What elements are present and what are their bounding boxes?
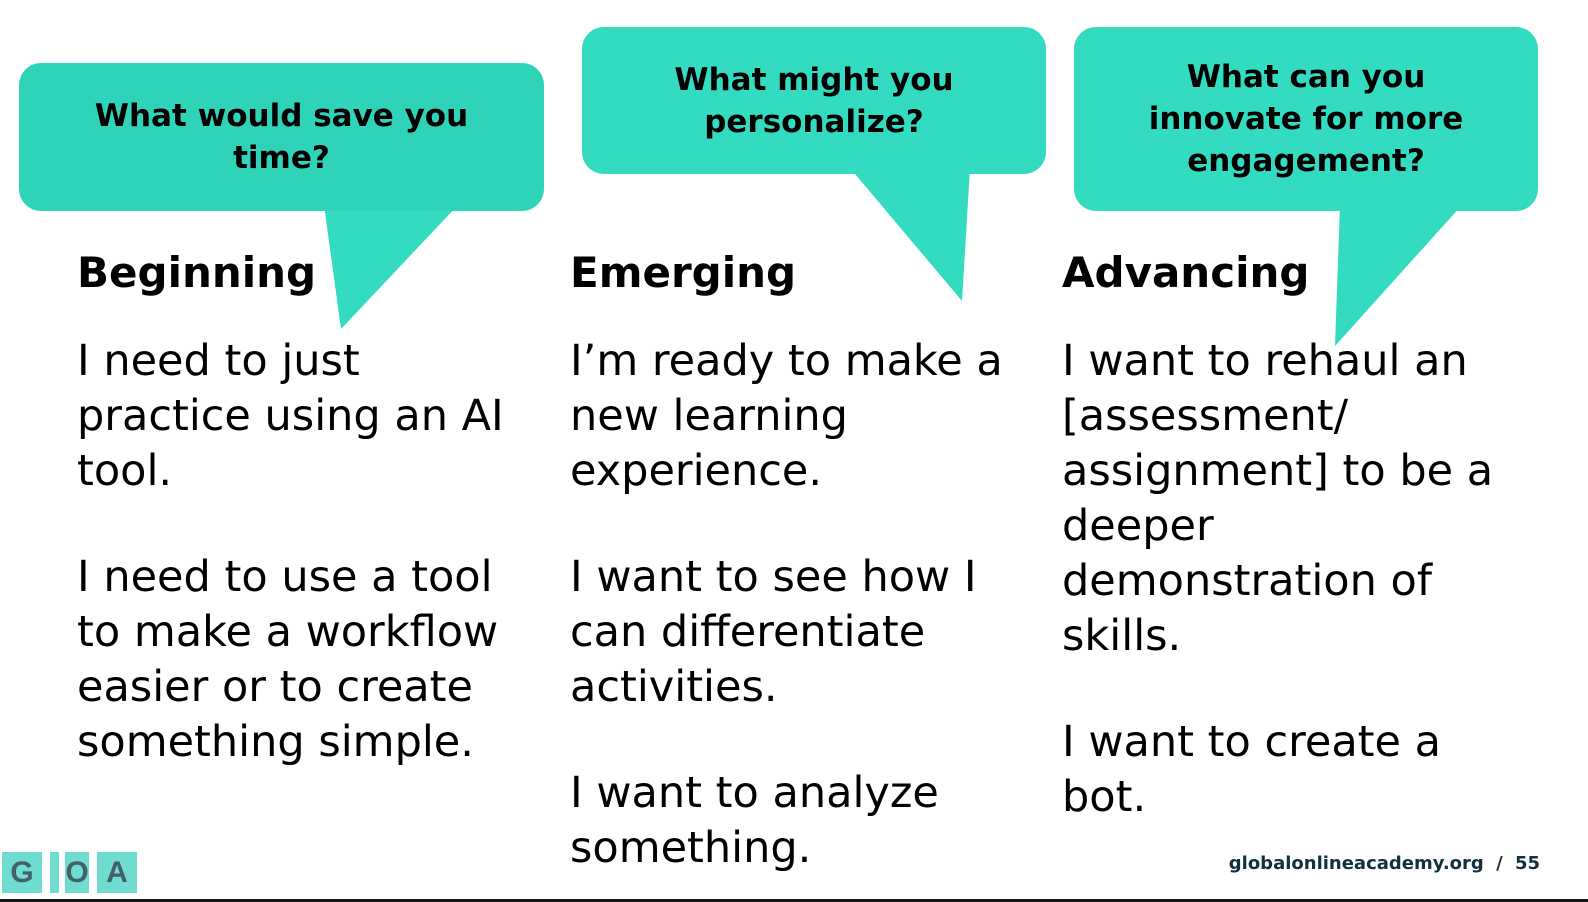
goa-logo: G O A xyxy=(2,852,137,893)
footer-separator: / xyxy=(1496,853,1503,874)
speech-bubble-advancing: What can you innovate for more engagemen… xyxy=(1074,27,1538,211)
column-beginning: I need to just practice using an AI tool… xyxy=(77,334,547,821)
logo-bar xyxy=(50,852,59,893)
bottom-border xyxy=(0,899,1588,902)
bubble-tail-3 xyxy=(1335,205,1462,346)
paragraph: I want to rehaul an [assessment/ assignm… xyxy=(1062,336,1494,661)
speech-bubble-beginning: What would save you time? xyxy=(19,63,544,211)
logo-letter: O xyxy=(65,852,89,893)
footer: globalonlineacademy.org / 55 xyxy=(1229,853,1540,874)
column-emerging: I’m ready to make a new learning experie… xyxy=(570,334,1040,902)
bubble-tail-2 xyxy=(850,168,970,301)
paragraph: I’m ready to make a new learning experie… xyxy=(570,336,1003,496)
heading-advancing: Advancing xyxy=(1062,248,1310,297)
bubble-question: What can you innovate for more engagemen… xyxy=(1148,59,1464,179)
logo-letter: A xyxy=(97,852,137,893)
paragraph: I want to analyze something. xyxy=(570,768,939,873)
logo-letter: G xyxy=(2,852,42,893)
heading-emerging: Emerging xyxy=(570,248,797,297)
bubble-question: What might you personalize? xyxy=(674,61,954,140)
bubble-question: What would save you time? xyxy=(94,98,469,176)
paragraph: I want to see how I can differentiate ac… xyxy=(570,552,977,712)
paragraph: I want to create a bot. xyxy=(1062,717,1442,822)
footer-site: globalonlineacademy.org xyxy=(1228,853,1484,874)
page-number: 55 xyxy=(1514,853,1540,874)
heading-beginning: Beginning xyxy=(77,248,317,297)
speech-bubble-emerging: What might you personalize? xyxy=(582,27,1046,174)
bubble-tail-1 xyxy=(324,205,458,329)
paragraph: I need to use a tool to make a workflow … xyxy=(77,552,499,767)
paragraph: I need to just practice using an AI tool… xyxy=(77,336,504,496)
column-advancing: I want to rehaul an [assessment/ assignm… xyxy=(1062,334,1502,876)
